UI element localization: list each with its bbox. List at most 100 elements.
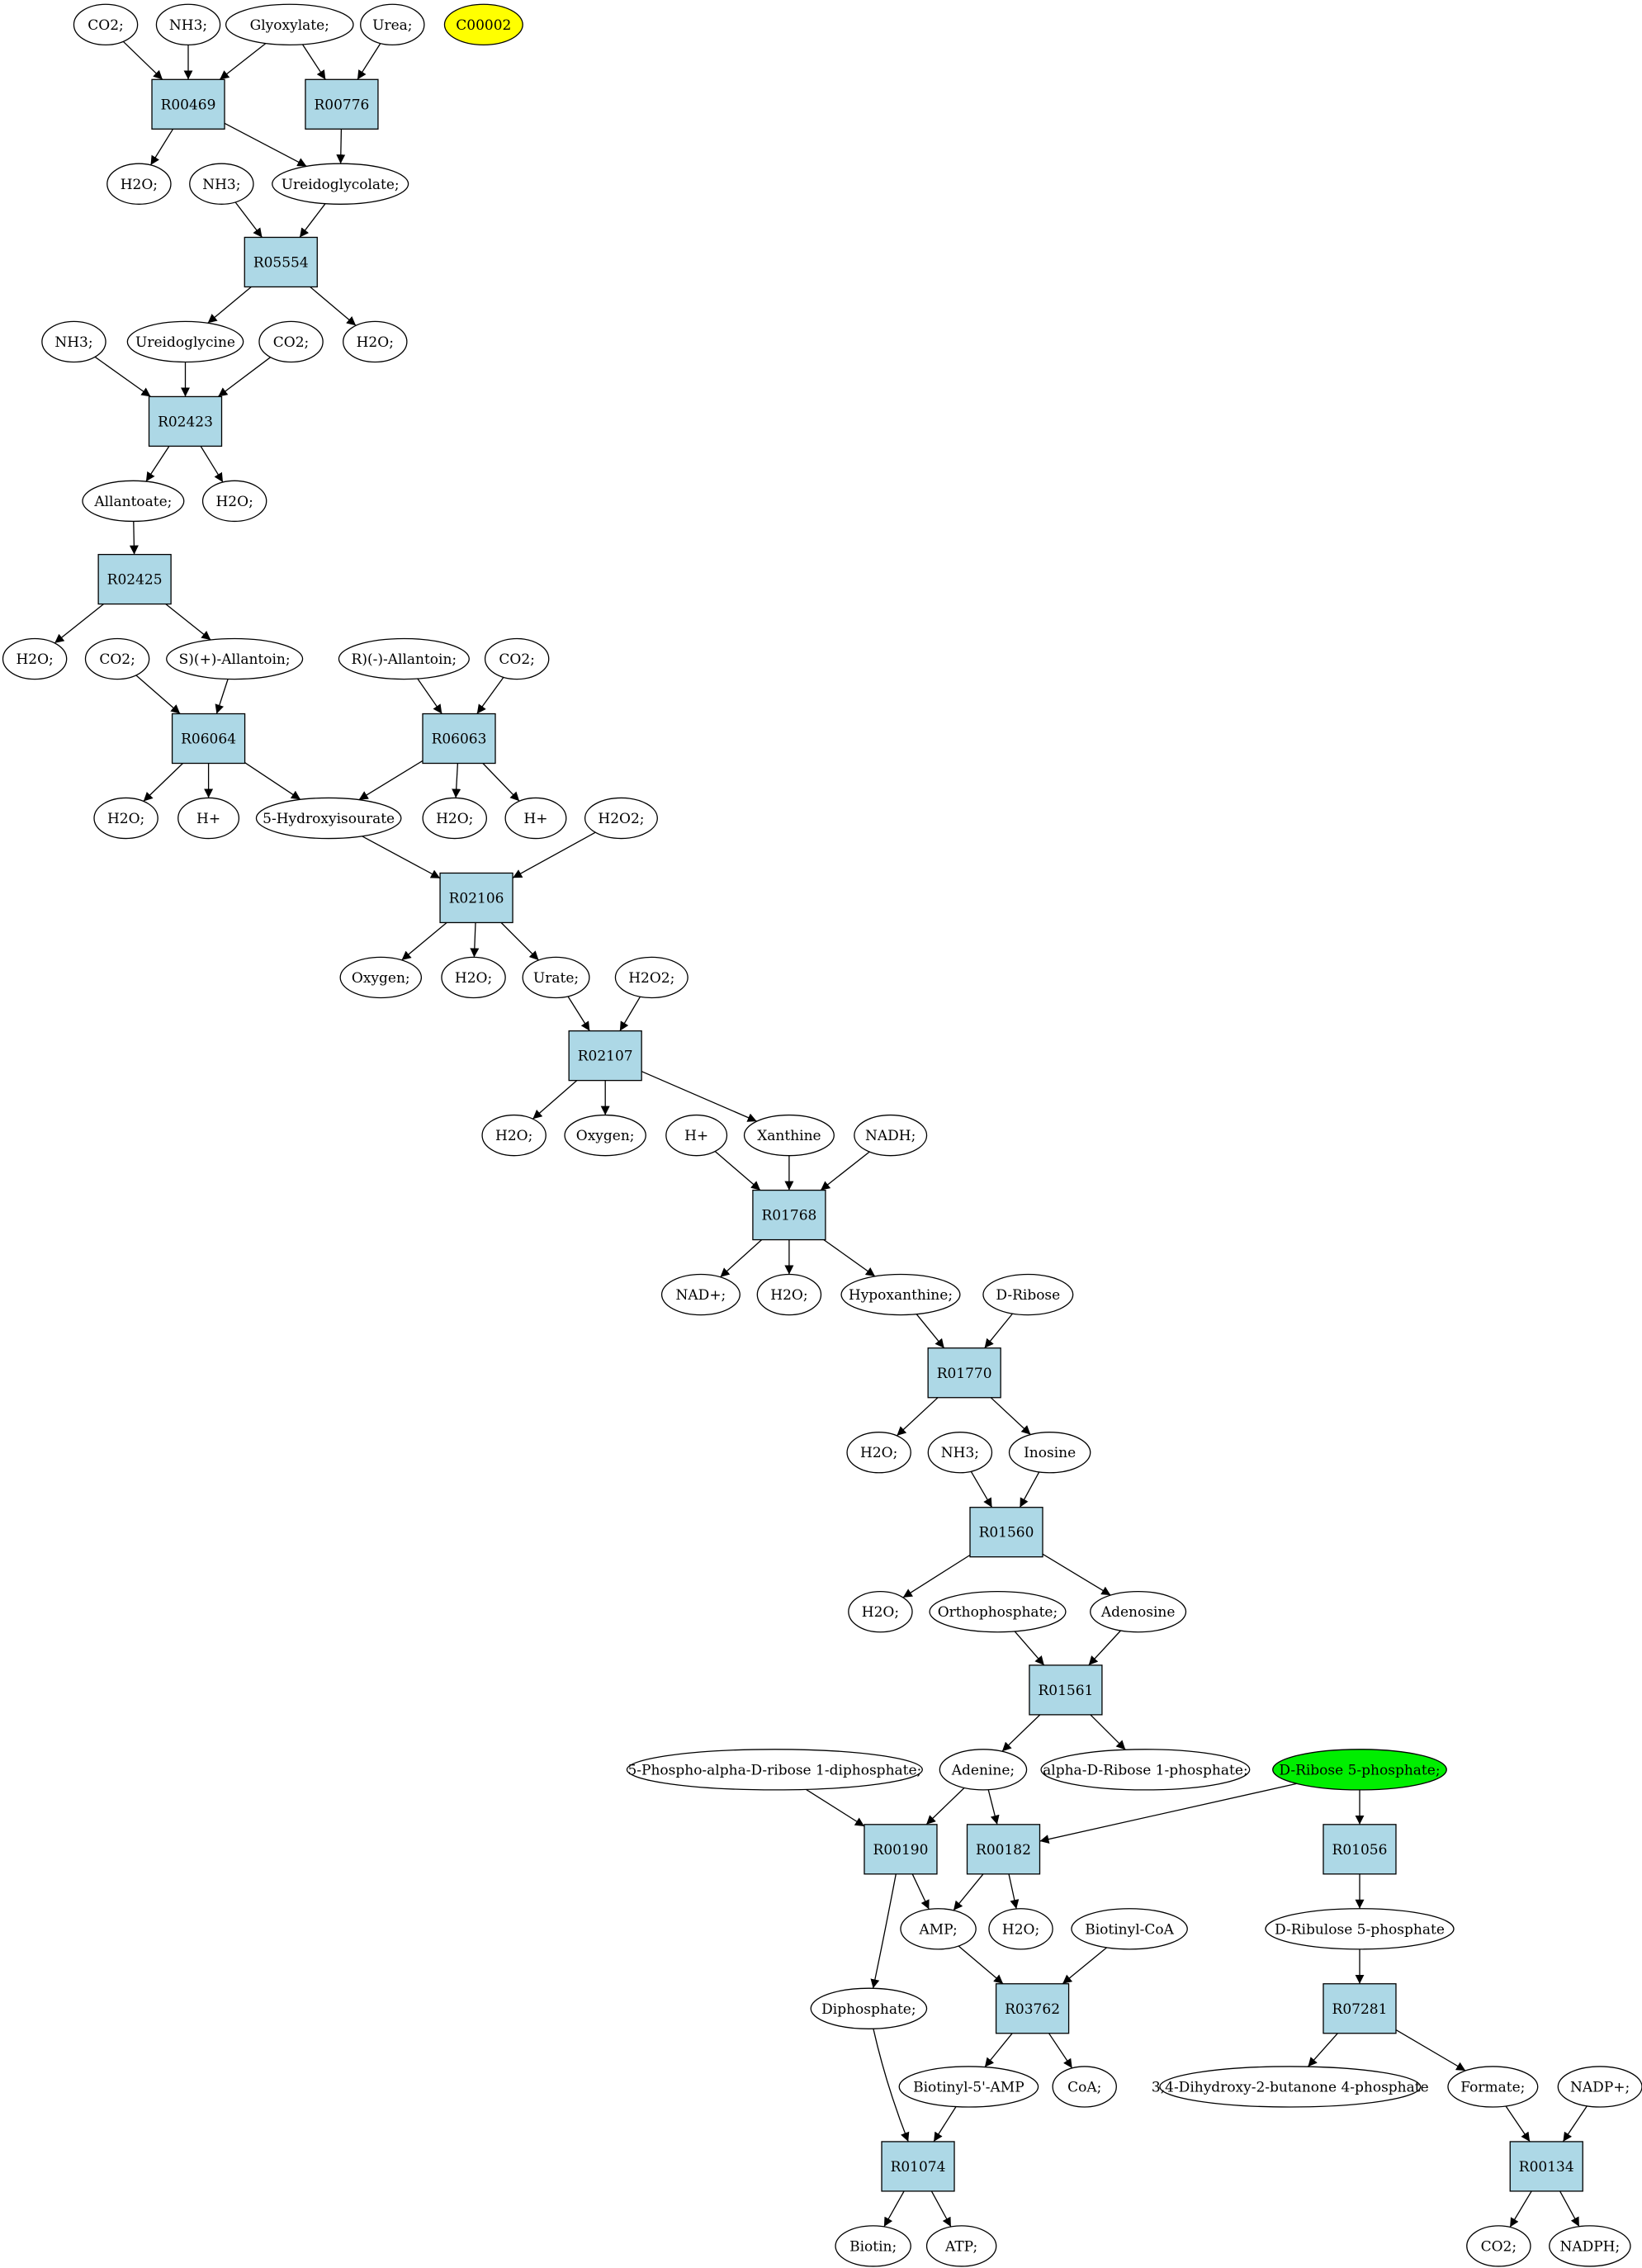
compound-node-co2[interactable]: CO2; bbox=[73, 3, 139, 46]
reaction-node-r01074[interactable]: R01074 bbox=[881, 2141, 955, 2192]
compound-node-3-4-dihydroxy-2-butanone-4-phosphate[interactable]: 3,4-Dihydroxy-2-butanone 4-phosphate bbox=[1152, 2066, 1429, 2108]
compound-node-biotin[interactable]: Biotin; bbox=[835, 2225, 911, 2267]
compound-node-s-allantoin[interactable]: S)(+)-Allantoin; bbox=[166, 637, 304, 680]
compound-node-h2o2[interactable]: H2O2; bbox=[614, 956, 689, 999]
compound-node-biotinyl-5-amp[interactable]: Biotinyl-5'-AMP bbox=[898, 2066, 1039, 2108]
compound-node-allantoate[interactable]: Allantoate; bbox=[82, 480, 185, 523]
reaction-box bbox=[422, 713, 496, 765]
compound-node-h2o[interactable]: H2O; bbox=[106, 163, 172, 205]
compound-ellipse bbox=[484, 637, 550, 680]
compound-node-biotinyl-coa[interactable]: Biotinyl-CoA bbox=[1071, 1908, 1188, 1950]
compound-node-inosine[interactable]: Inosine bbox=[1008, 1432, 1091, 1474]
compound-node-alpha-d-ribose-1-phosphate[interactable]: alpha-D-Ribose 1-phosphate; bbox=[1040, 1749, 1251, 1791]
compound-node-nh3[interactable]: NH3; bbox=[927, 1432, 993, 1474]
compound-node-r-allantoin[interactable]: R)(-)-Allantoin; bbox=[338, 637, 470, 680]
reaction-node-r07281[interactable]: R07281 bbox=[1323, 1983, 1397, 2034]
compound-node-h2o[interactable]: H2O; bbox=[201, 480, 267, 523]
compound-node-co2[interactable]: CO2; bbox=[1466, 2225, 1531, 2267]
compound-node-h2o[interactable]: H2O; bbox=[756, 1273, 822, 1316]
compound-ellipse bbox=[166, 637, 304, 680]
reaction-node-r01768[interactable]: R01768 bbox=[752, 1189, 826, 1241]
edge-c-diphosphate-to-r-r01074 bbox=[873, 2029, 910, 2143]
reaction-node-r00469[interactable]: R00469 bbox=[151, 78, 225, 130]
reaction-node-r01561[interactable]: R01561 bbox=[1029, 1664, 1103, 1716]
compound-node-5-phospho-alpha-d-ribose-1-diphosphate[interactable]: 5-Phospho-alpha-D-ribose 1-diphosphate; bbox=[626, 1749, 923, 1791]
compound-node-amp[interactable]: AMP; bbox=[900, 1908, 977, 1950]
reaction-node-r01560[interactable]: R01560 bbox=[969, 1507, 1043, 1558]
compound-node-urea[interactable]: Urea; bbox=[360, 3, 425, 46]
compound-node-atp[interactable]: ATP; bbox=[925, 2225, 997, 2267]
reaction-node-r00134[interactable]: R00134 bbox=[1509, 2141, 1583, 2192]
compound-label: H+ bbox=[196, 811, 220, 827]
compound-node-d-ribose[interactable]: D-Ribose bbox=[982, 1273, 1074, 1316]
edge-c-dribose-to-r-r01770 bbox=[984, 1313, 1014, 1349]
compound-ellipse bbox=[73, 3, 139, 46]
reaction-node-r01770[interactable]: R01770 bbox=[927, 1347, 1001, 1399]
compound-node-5-hydroxyisourate[interactable]: 5-Hydroxyisourate bbox=[255, 797, 402, 840]
reaction-node-r03762[interactable]: R03762 bbox=[995, 1983, 1070, 2034]
compound-node-ureidoglycolate[interactable]: Ureidoglycolate; bbox=[272, 163, 409, 205]
compound-node-oxygen[interactable]: Oxygen; bbox=[564, 1114, 646, 1157]
compound-node-h2o[interactable]: H2O; bbox=[93, 797, 159, 840]
compound-node-adenine[interactable]: Adenine; bbox=[939, 1749, 1028, 1791]
compound-label: H2O; bbox=[862, 1604, 899, 1621]
reaction-node-r00190[interactable]: R00190 bbox=[864, 1824, 938, 1875]
compound-label: 5-Phospho-alpha-D-ribose 1-diphosphate; bbox=[627, 1762, 921, 1778]
compound-ellipse bbox=[756, 1273, 822, 1316]
compound-node-h2o2[interactable]: H2O2; bbox=[584, 797, 658, 840]
compound-node-h2o[interactable]: H2O; bbox=[441, 956, 506, 999]
compound-node-h[interactable]: H+ bbox=[665, 1114, 728, 1157]
edge-c-inosine-to-r-r01560 bbox=[1019, 1471, 1040, 1508]
reaction-node-r02106[interactable]: R02106 bbox=[439, 872, 513, 924]
compound-node-h2o[interactable]: H2O; bbox=[481, 1114, 547, 1157]
compound-node-nh3[interactable]: NH3; bbox=[189, 163, 254, 205]
compound-node-h2o[interactable]: H2O; bbox=[343, 320, 408, 363]
compound-node-glyoxylate[interactable]: Glyoxylate; bbox=[225, 3, 354, 46]
compound-node-urate[interactable]: Urate; bbox=[522, 956, 590, 999]
compound-label: Diphosphate; bbox=[821, 2001, 916, 2018]
compound-node-co2[interactable]: CO2; bbox=[258, 320, 324, 363]
reaction-label: R00134 bbox=[1519, 2159, 1574, 2176]
compound-node-h2o[interactable]: H2O; bbox=[422, 797, 487, 840]
compound-node-adenosine[interactable]: Adenosine bbox=[1090, 1590, 1187, 1633]
compound-node-h2o[interactable]: H2O; bbox=[2, 637, 68, 680]
reaction-node-r02423[interactable]: R02423 bbox=[148, 395, 223, 447]
compound-node-oxygen[interactable]: Oxygen; bbox=[339, 956, 423, 999]
reaction-node-r01056[interactable]: R01056 bbox=[1323, 1824, 1397, 1875]
compound-node-h2o[interactable]: H2O; bbox=[848, 1590, 913, 1633]
reaction-node-r02107[interactable]: R02107 bbox=[568, 1030, 642, 1082]
reaction-box bbox=[1323, 1824, 1397, 1875]
compound-node-nad[interactable]: NAD+; bbox=[660, 1273, 741, 1316]
compound-node-diphosphate[interactable]: Diphosphate; bbox=[810, 1987, 928, 2029]
compound-node-co2[interactable]: CO2; bbox=[484, 637, 550, 680]
compound-node-co2[interactable]: CO2; bbox=[84, 637, 150, 680]
compound-node-c00002[interactable]: C00002 bbox=[443, 3, 523, 46]
compound-node-orthophosphate[interactable]: Orthophosphate; bbox=[929, 1590, 1067, 1633]
compound-node-nh3[interactable]: NH3; bbox=[41, 320, 106, 363]
compound-node-nadp[interactable]: NADP+; bbox=[1557, 2066, 1642, 2108]
compound-label: CO2; bbox=[273, 334, 310, 351]
reaction-node-r06064[interactable]: R06064 bbox=[171, 713, 246, 765]
reaction-node-r02425[interactable]: R02425 bbox=[97, 553, 172, 605]
compound-node-xanthine[interactable]: Xanthine bbox=[743, 1114, 835, 1157]
compound-node-h[interactable]: H+ bbox=[177, 797, 240, 840]
compound-node-h2o[interactable]: H2O; bbox=[846, 1432, 911, 1474]
reaction-node-r06063[interactable]: R06063 bbox=[422, 713, 496, 765]
compound-node-h[interactable]: H+ bbox=[504, 797, 567, 840]
compound-node-formate[interactable]: Formate; bbox=[1447, 2066, 1539, 2108]
compound-node-d-ribulose-5-phosphate[interactable]: D-Ribulose 5-phosphate bbox=[1265, 1908, 1455, 1950]
compound-node-coa[interactable]: CoA; bbox=[1052, 2066, 1117, 2108]
compound-node-hypoxanthine[interactable]: Hypoxanthine; bbox=[840, 1273, 961, 1316]
compound-node-d-ribose-5-phosphate[interactable]: D-Ribose 5-phosphate; bbox=[1272, 1749, 1447, 1791]
compound-node-nh3[interactable]: NH3; bbox=[155, 3, 221, 46]
compound-node-ureidoglycine[interactable]: Ureidoglycine bbox=[126, 320, 244, 363]
compound-node-nadh[interactable]: NADH; bbox=[854, 1114, 928, 1157]
reaction-node-r05554[interactable]: R05554 bbox=[244, 236, 318, 288]
compound-label: H2O; bbox=[1002, 1921, 1039, 1938]
compound-ellipse bbox=[743, 1114, 835, 1157]
compound-ellipse bbox=[1008, 1432, 1091, 1474]
compound-node-nadph[interactable]: NADPH; bbox=[1549, 2225, 1631, 2267]
reaction-node-r00182[interactable]: R00182 bbox=[966, 1824, 1041, 1875]
compound-node-h2o[interactable]: H2O; bbox=[988, 1908, 1053, 1950]
reaction-node-r00776[interactable]: R00776 bbox=[305, 78, 379, 130]
